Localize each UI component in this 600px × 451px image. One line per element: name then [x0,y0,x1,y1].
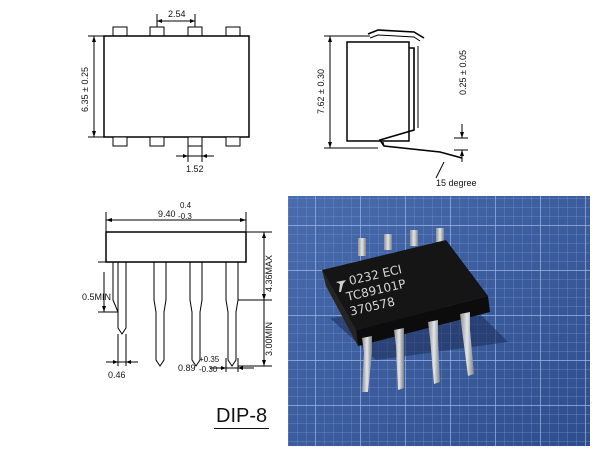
side-view: 7.62 ± 0.30 0.25 ± 0.05 15 degree [316,29,477,188]
lead-length-min-label: 3.00MIN [264,322,274,356]
photo-pin [384,234,392,250]
photo-pin [358,238,366,256]
pad-width-label: 1.52 [186,164,204,174]
lead-thickness-label: 0.25 ± 0.05 [458,50,468,95]
pitch-label: 2.54 [168,9,186,19]
row-spacing-label: 7.62 ± 0.30 [316,69,326,114]
bottom-pin [187,136,203,147]
photo-pin [428,320,440,384]
body-length-label: 9.40 [158,209,176,219]
top-pin [112,26,128,37]
package-label: DIP-8 [214,405,270,429]
top-view-body [103,35,250,138]
body-length-tol-minus: -0.3 [178,212,192,221]
standoff-min-label: 0.5MIN [82,292,111,302]
height-max-label: 4.36MAX [264,255,274,292]
shoulder-tol-plus: +0.35 [199,355,220,364]
photo-pin [460,312,474,376]
body-width-label: 6.35 ± 0.25 [80,67,90,112]
shoulder-tol-minus: -0.30 [199,365,218,374]
bottom-pin [225,136,241,147]
top-view: 2.54 1.52 6.35 ± 0.25 [80,9,250,174]
bottom-pin [149,136,165,147]
photo-pin [394,328,404,390]
shoulder-width-label: 0.89 [178,363,196,373]
photo-pin [436,228,444,242]
photo-pin [410,230,418,246]
top-pin [225,26,241,37]
lead-width-label: 0.46 [108,370,126,380]
bottom-pin [112,136,128,147]
chip-photo: 0232 ECI TC89101P 370578 [288,196,590,446]
lead-angle-label: 15 degree [436,178,477,188]
top-pin [149,26,165,37]
side-view-body [346,41,410,142]
front-view-body [105,231,247,263]
photo-pin [362,336,372,392]
top-pin [187,26,203,37]
front-view: 9.40 0.4 -0.3 4.36MAX 3.00MIN 0.5MIN 0.4… [82,201,274,380]
photo-chip-body [322,240,488,330]
body-length-tol-plus: 0.4 [180,201,192,210]
